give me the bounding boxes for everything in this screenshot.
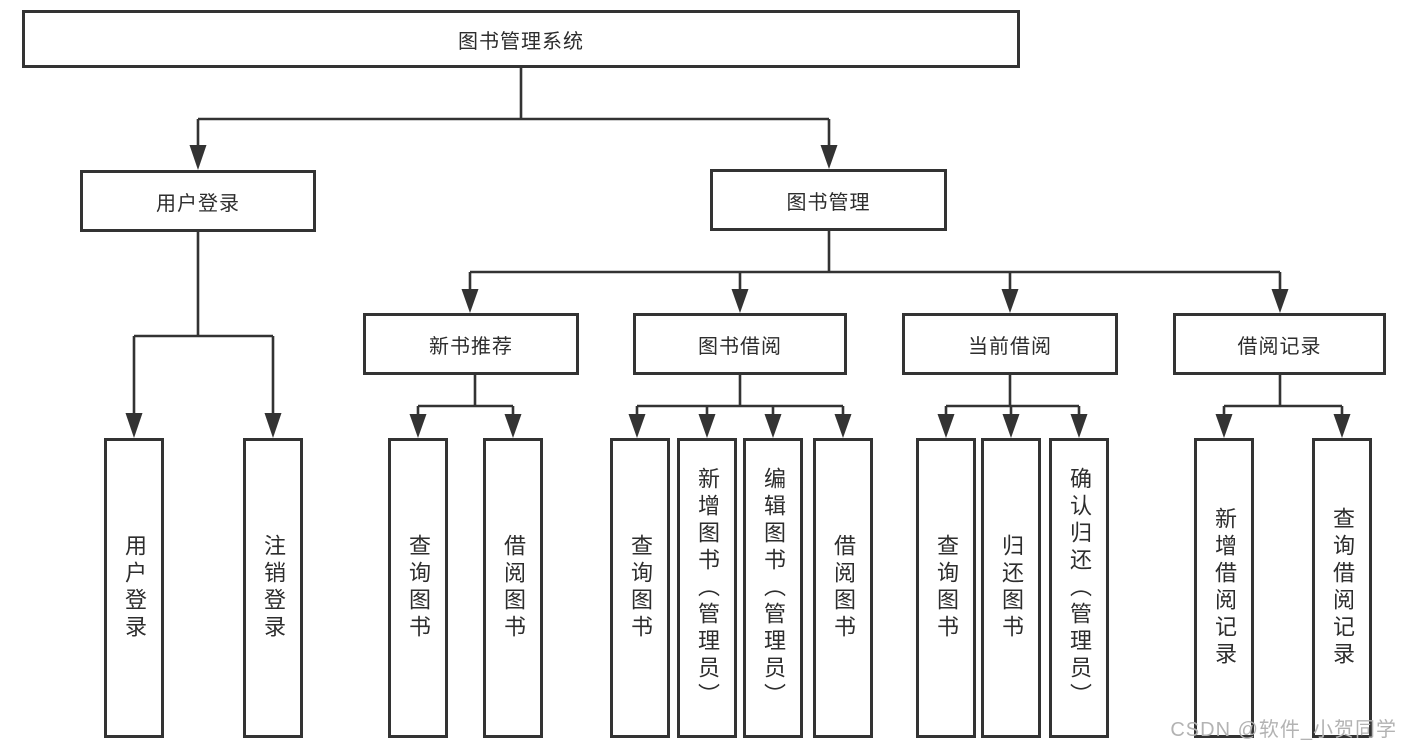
node-book-borrowing: 图书借阅	[633, 313, 847, 375]
leaf-query-books-borrow: 查询图书	[610, 438, 670, 738]
arrowhead	[628, 414, 646, 438]
arrowhead	[461, 289, 479, 313]
leaf-label: 借阅图书	[831, 534, 856, 642]
leaf-label: 用户登录	[122, 534, 147, 642]
leaf-label: 归还图书	[999, 534, 1024, 642]
arrowhead	[731, 289, 749, 313]
leaf-add-borrow-record: 新增借阅记录	[1194, 438, 1254, 738]
leaf-label: 确认归还（管理员）	[1067, 466, 1092, 710]
arrowhead	[1333, 414, 1351, 438]
leaf-return-books: 归还图书	[981, 438, 1041, 738]
leaf-label: 注销登录	[261, 534, 286, 642]
leaf-edit-books-admin: 编辑图书（管理员）	[743, 438, 803, 738]
leaf-borrow-books-recommend: 借阅图书	[483, 438, 543, 738]
node-new-book-recommendation: 新书推荐	[363, 313, 579, 375]
leaf-user-login: 用户登录	[104, 438, 164, 738]
leaf-label: 查询图书	[406, 534, 431, 642]
csdn-watermark: CSDN @软件_小贺同学	[1170, 719, 1397, 741]
leaf-label: 查询图书	[934, 534, 959, 642]
arrowhead	[764, 414, 782, 438]
arrowhead	[834, 414, 852, 438]
leaf-label: 借阅图书	[501, 534, 526, 642]
node-library-management-system: 图书管理系统	[22, 10, 1020, 68]
leaf-label: 查询图书	[628, 534, 653, 642]
arrowhead	[820, 145, 838, 169]
leaf-query-borrow-record: 查询借阅记录	[1312, 438, 1372, 738]
leaf-confirm-return-admin: 确认归还（管理员）	[1049, 438, 1109, 738]
leaf-label: 新增借阅记录	[1212, 507, 1237, 669]
arrowhead	[1002, 414, 1020, 438]
arrowhead	[264, 413, 282, 438]
leaf-add-books-admin: 新增图书（管理员）	[677, 438, 737, 738]
leaf-logout: 注销登录	[243, 438, 303, 738]
arrowhead	[1070, 414, 1088, 438]
leaf-query-books-current: 查询图书	[916, 438, 976, 738]
arrowhead	[189, 145, 207, 170]
leaf-borrow-books: 借阅图书	[813, 438, 873, 738]
leaf-label: 查询借阅记录	[1330, 507, 1355, 669]
arrowhead	[504, 414, 522, 438]
node-book-management: 图书管理	[710, 169, 947, 231]
node-user-login: 用户登录	[80, 170, 316, 232]
leaf-query-books-recommend: 查询图书	[388, 438, 448, 738]
arrowhead	[1001, 289, 1019, 313]
leaf-label: 编辑图书（管理员）	[761, 466, 786, 710]
node-borrowing-records: 借阅记录	[1173, 313, 1386, 375]
leaf-label: 新增图书（管理员）	[695, 466, 720, 710]
arrowhead	[409, 414, 427, 438]
arrowhead	[937, 414, 955, 438]
arrowhead	[125, 413, 143, 438]
node-current-borrowing: 当前借阅	[902, 313, 1118, 375]
arrowhead	[1215, 414, 1233, 438]
arrowhead	[1271, 289, 1289, 313]
arrowhead	[698, 414, 716, 438]
